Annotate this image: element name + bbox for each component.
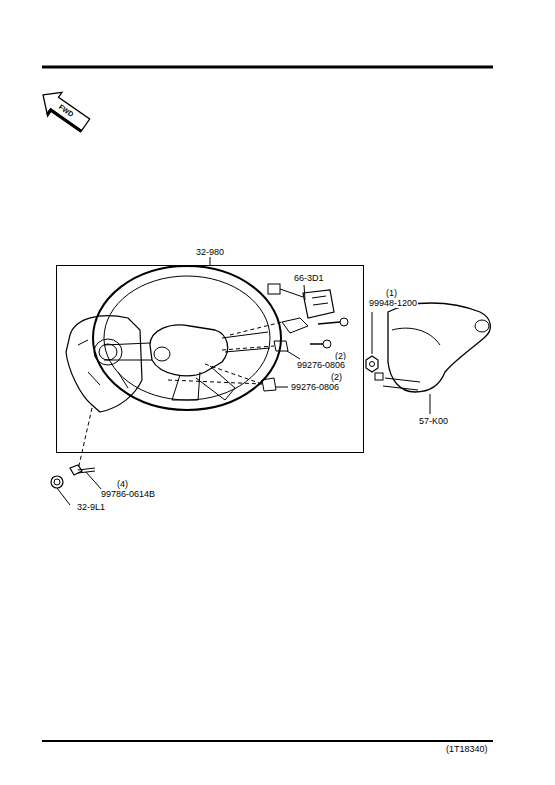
callout-number: (1) [385,288,398,298]
callout-number: (2) [330,372,343,382]
part-number: 66-3D1 [293,273,325,283]
part-number: 32-980 [194,247,226,257]
part-number: 99276-0806 [296,360,346,370]
part-number: 99276-0806 [290,382,340,392]
part-number: 57-K00 [418,416,449,426]
part-number: 99786-0614B [100,489,156,499]
callout-number: (4) [116,479,129,489]
part-number: 32-9L1 [76,502,106,512]
part-number: 99948-1200 [368,298,418,308]
assembly-box: 32-980 [56,265,364,453]
callout-number: (1T18340) [445,744,489,754]
